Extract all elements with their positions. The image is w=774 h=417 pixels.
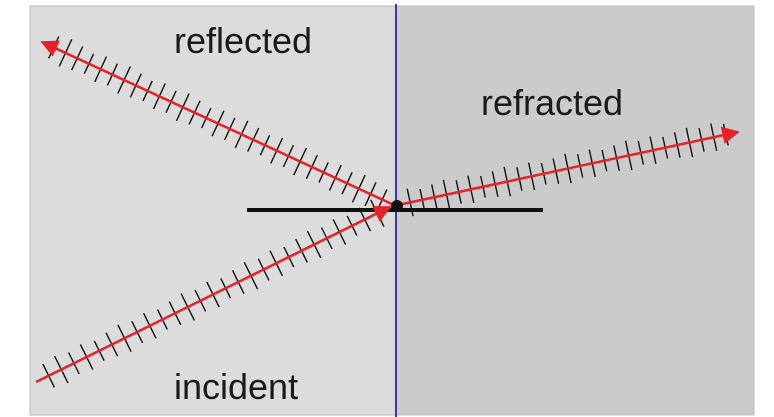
incident-ray — [35, 205, 392, 384]
reflected-label: reflected — [174, 20, 312, 61]
refracted-label: refracted — [481, 82, 623, 123]
incident-label: incident — [174, 366, 298, 407]
reflected-ray — [40, 40, 395, 207]
diagram-frame — [29, 5, 755, 416]
incidence-point — [391, 200, 403, 212]
refracted-ray — [397, 126, 740, 207]
